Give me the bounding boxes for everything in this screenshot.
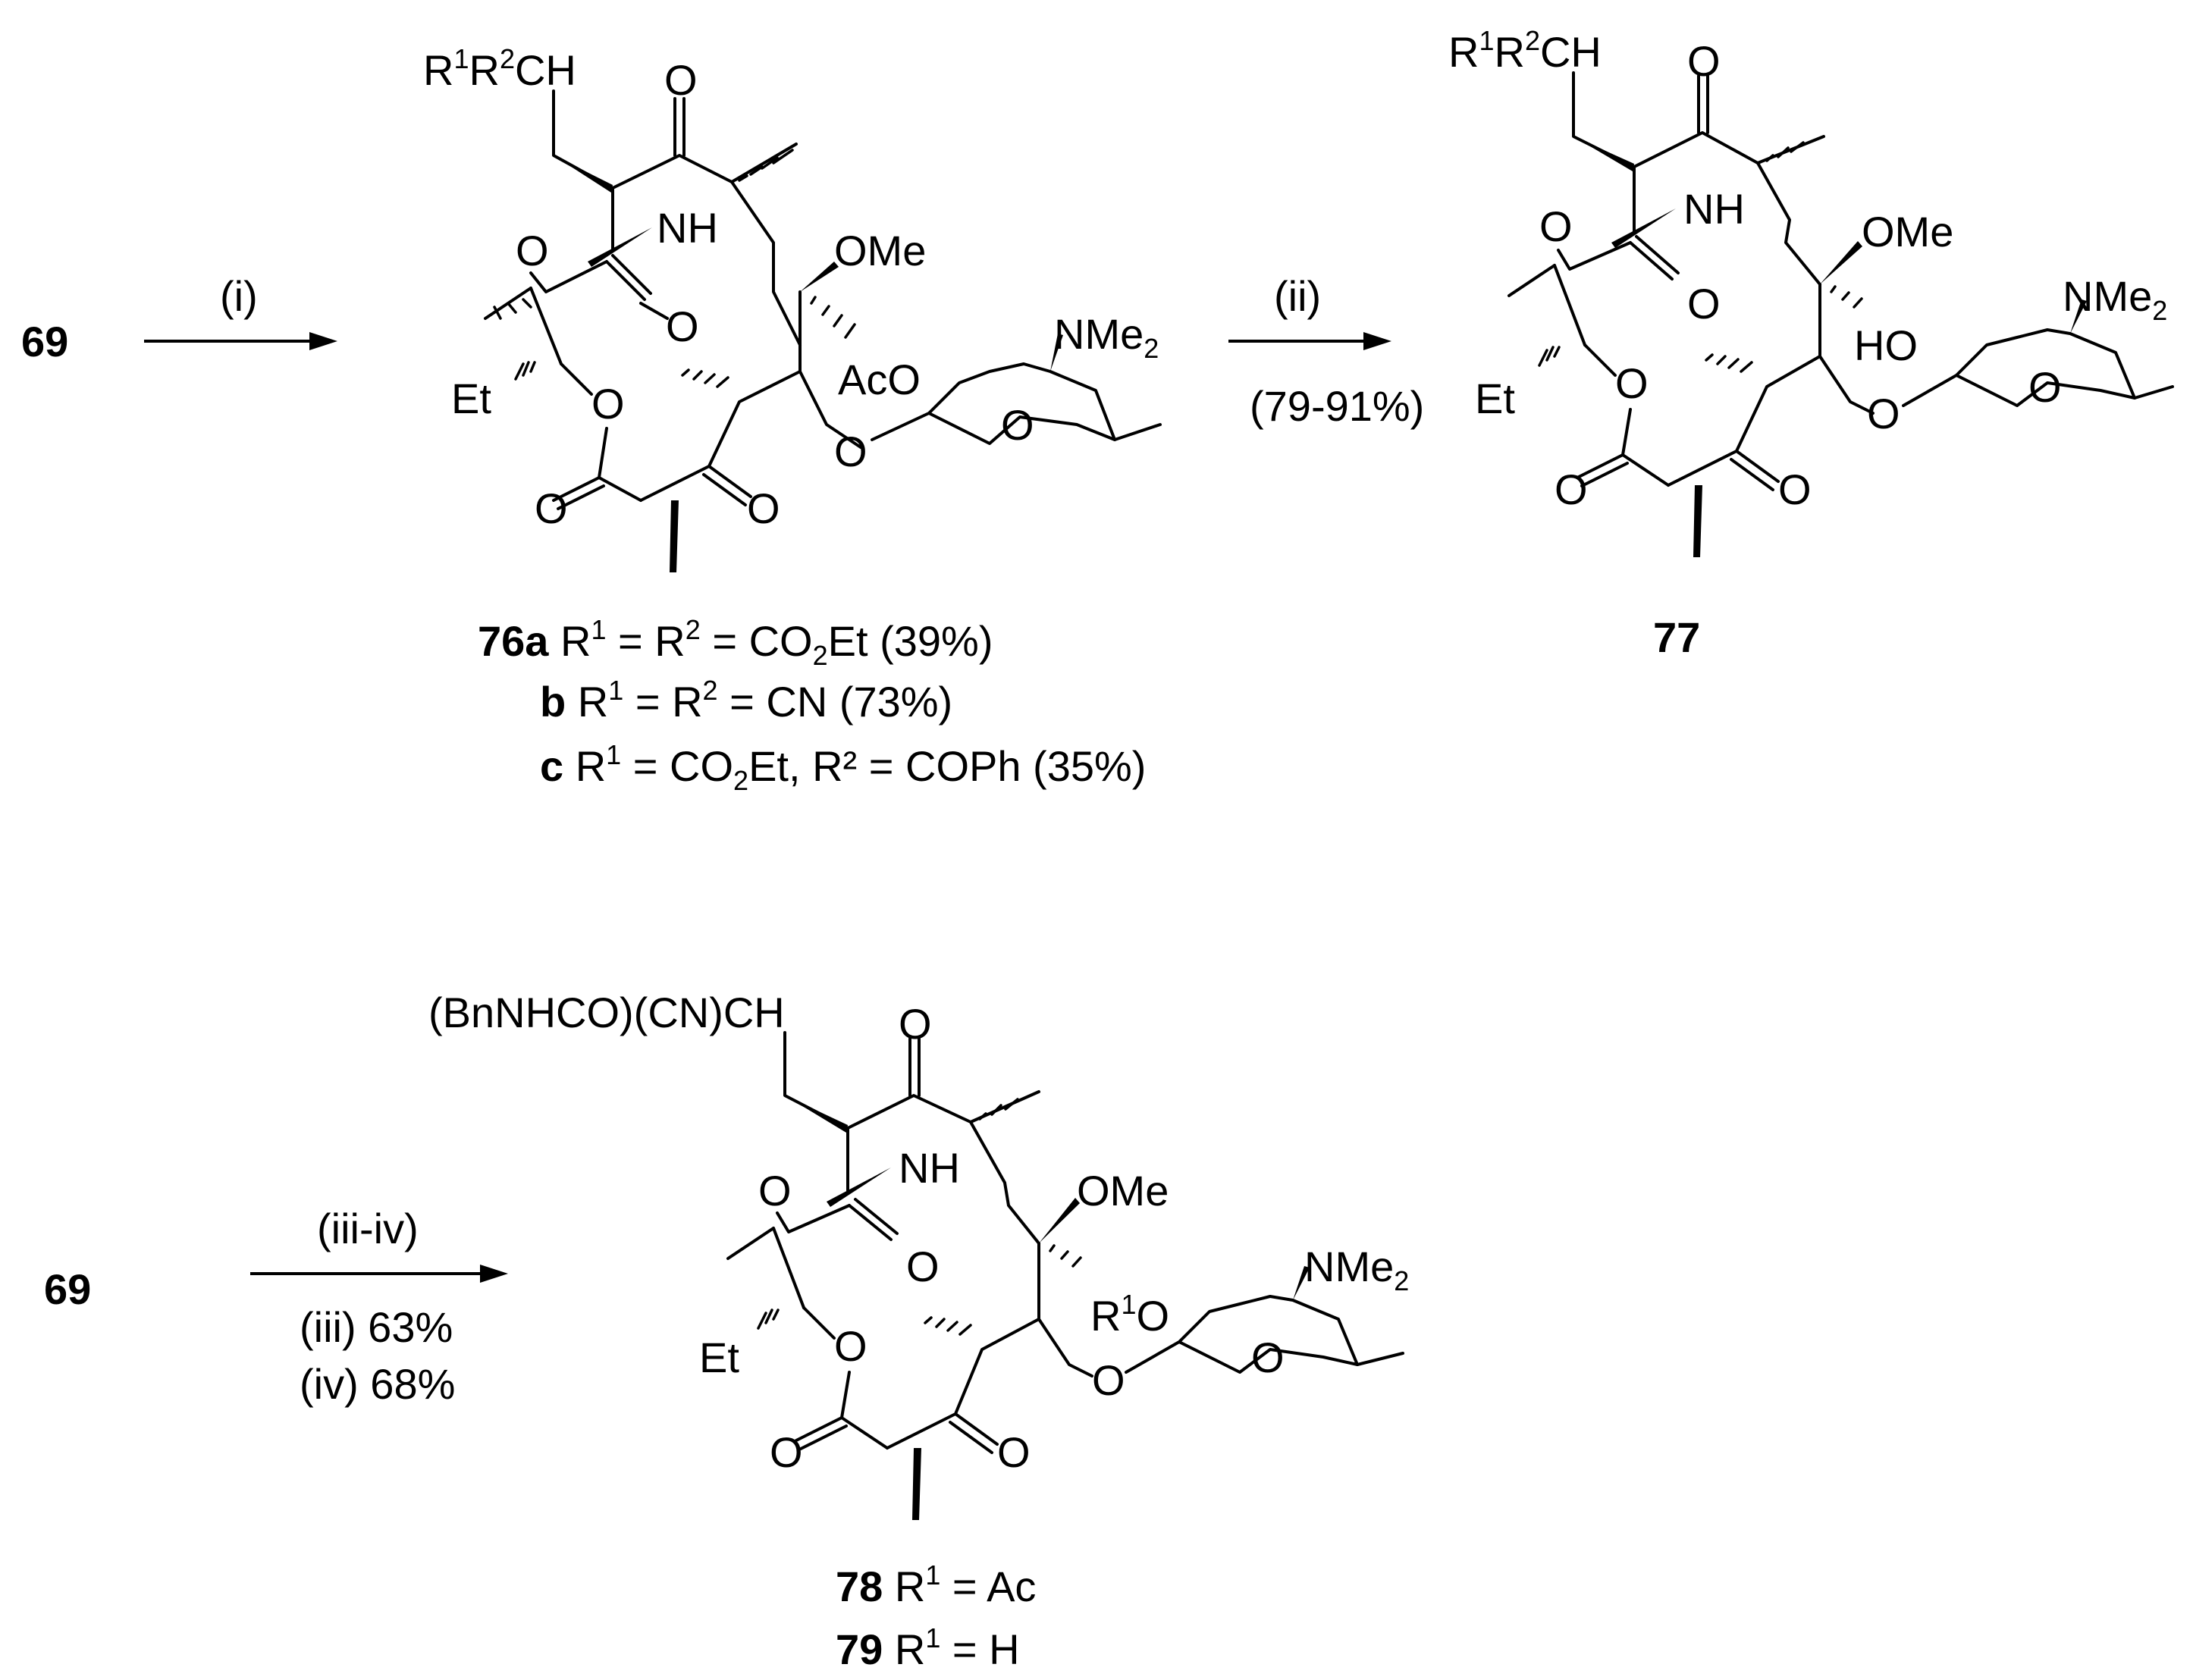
label-76a: 76a R1 = R2 = CO2Et (39%)	[478, 614, 993, 671]
side-chain-78: (BnNHCO)(CN)CH	[428, 989, 785, 1036]
nme2-78: NMe2	[1304, 1243, 1409, 1296]
step-iii-yield: (iii) 63%	[300, 1303, 453, 1351]
o-ring-77: O	[1539, 202, 1573, 250]
o-glycoside-76: O	[834, 428, 867, 475]
nme2-77: NMe2	[2063, 272, 2167, 326]
o-ketone-top-77: O	[1687, 37, 1721, 85]
step-iii-iv-label: (iii-iv)	[317, 1205, 419, 1252]
label-77: 77	[1653, 613, 1700, 661]
side-chain-77: R1R2CH	[1448, 25, 1602, 76]
aco-76: AcO	[838, 356, 921, 403]
nh-77: NH	[1683, 185, 1745, 233]
o-pyranose-76: O	[1001, 401, 1034, 449]
label-78: 78 R1 = Ac	[836, 1559, 1036, 1610]
o-lactone-78: O	[834, 1322, 867, 1370]
et-77: Et	[1475, 375, 1515, 422]
label-76b: b R1 = R2 = CN (73%)	[540, 675, 952, 726]
step-ii-yield: (79-91%)	[1250, 382, 1424, 430]
o-glycoside-78: O	[1092, 1356, 1125, 1404]
nh-76: NH	[657, 204, 718, 252]
o-ester-78: O	[770, 1428, 803, 1476]
o-ester-76: O	[535, 484, 568, 532]
step-i-label: (i)	[220, 272, 258, 320]
nme2-76: NMe2	[1054, 310, 1159, 364]
o-ketone-bottom-77: O	[1778, 465, 1812, 513]
o-carbamate-77: O	[1687, 280, 1721, 328]
o-ketone-top-76: O	[664, 56, 698, 104]
starting-material-69-bottom: 69	[44, 1265, 91, 1313]
compound-77-structure: R1R2CH O NH O O Et O O	[1448, 25, 2174, 557]
o-ring-78: O	[758, 1167, 792, 1215]
o-ketone-bottom-78: O	[997, 1428, 1031, 1476]
side-chain-76: R1R2CH	[423, 43, 576, 94]
et-76: Et	[451, 375, 491, 422]
nh-78: NH	[899, 1144, 960, 1192]
compound-78-structure: (BnNHCO)(CN)CH O NH O O Et O O	[428, 989, 1409, 1520]
o-glycoside-77: O	[1867, 390, 1900, 437]
ome-76: OMe	[834, 227, 926, 274]
step-ii-label: (ii)	[1274, 272, 1321, 320]
et-78: Et	[699, 1334, 739, 1381]
o-pyranose-78: O	[1251, 1334, 1285, 1381]
starting-material-69-top: 69	[21, 318, 68, 365]
label-76c: c R1 = CO2Et, R² = COPh (35%)	[540, 739, 1146, 796]
o-carbamate-78: O	[906, 1243, 940, 1290]
o-pyranose-77: O	[2028, 363, 2062, 411]
compound-76-structure: R1R2CH O NH O O Et	[423, 43, 1162, 572]
o-carbamate-76: O	[666, 302, 699, 350]
o-lactone-77: O	[1615, 359, 1649, 407]
o-lactone-76: O	[591, 380, 625, 428]
ho-77: HO	[1854, 321, 1918, 369]
step-iv-yield: (iv) 68%	[300, 1360, 455, 1408]
o-ketone-top-78: O	[899, 1000, 932, 1048]
label-79: 79 R1 = H	[836, 1622, 1020, 1673]
o-ketone-bottom-76: O	[747, 484, 780, 532]
o-ring-76: O	[516, 227, 549, 274]
r1o-78: R1O	[1090, 1289, 1169, 1340]
ome-77: OMe	[1862, 208, 1953, 255]
ome-78: OMe	[1077, 1167, 1169, 1215]
o-ester-77: O	[1555, 465, 1588, 513]
